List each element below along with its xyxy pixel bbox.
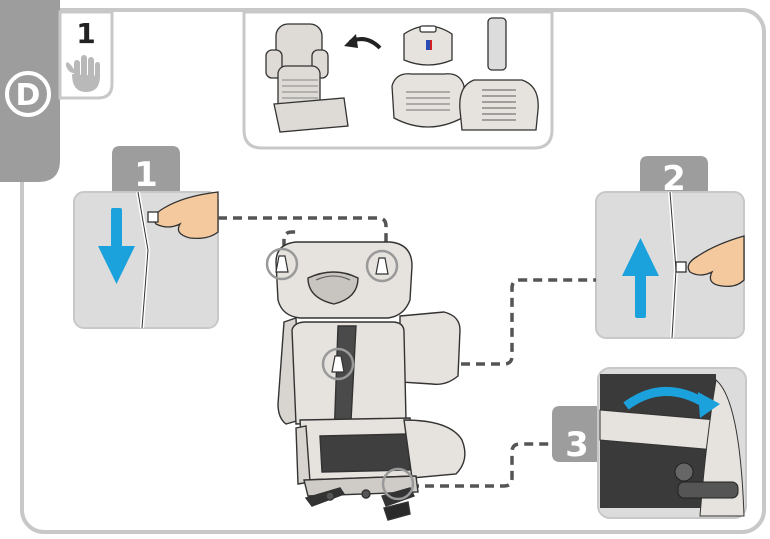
section-letter: D <box>16 78 41 113</box>
step-number: 1 <box>76 17 95 50</box>
top-illustration-panel <box>244 12 552 148</box>
section-tab: D <box>0 0 60 182</box>
backrest-cover <box>392 74 464 127</box>
step1-number: 1 <box>134 155 158 195</box>
headrest-cover <box>404 26 452 65</box>
base-cover <box>460 80 538 130</box>
cover-roll <box>488 18 506 70</box>
step-box: 1 <box>60 12 112 98</box>
step3-number: 3 <box>565 425 589 465</box>
